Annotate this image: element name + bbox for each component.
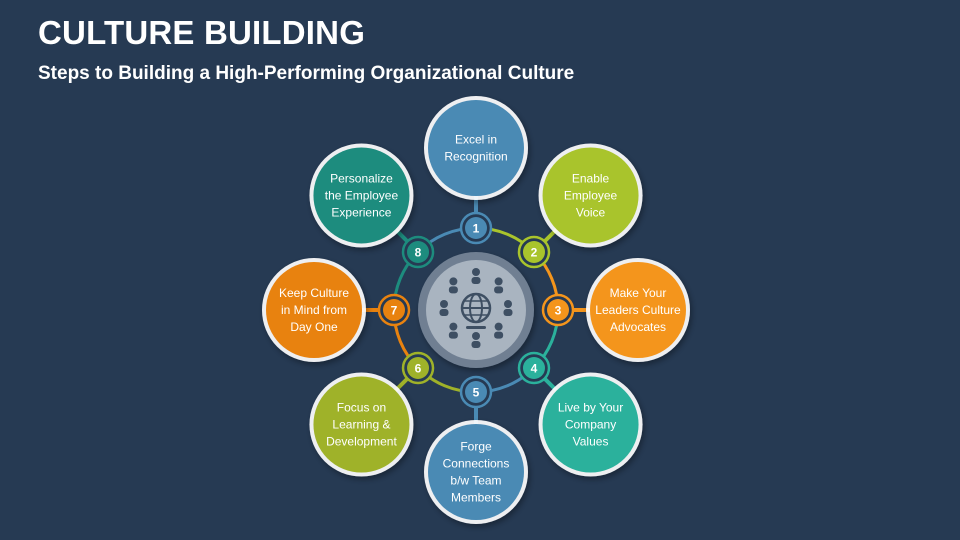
step-circle: [428, 100, 524, 196]
step-circle: [266, 262, 362, 358]
step-6: Focus on Learning & Development 6: [309, 351, 435, 477]
step-circle: [428, 424, 524, 520]
step-number: 2: [531, 246, 538, 260]
step-label-line: Values: [573, 435, 609, 449]
step-label-line: Make Your: [610, 286, 667, 300]
step-label-line: Focus on: [337, 401, 386, 415]
step-label-line: Live by Your: [558, 401, 623, 415]
step-label-line: Company: [565, 418, 616, 432]
step-label-line: Advocates: [610, 320, 666, 334]
step-label-line: in Mind from: [281, 303, 347, 317]
step-badge: [465, 381, 487, 403]
page-subtitle: Steps to Building a High-Performing Orga…: [38, 63, 575, 84]
step-label-line: Forge: [460, 440, 492, 454]
step-badge: [465, 217, 487, 239]
step-label-line: Day One: [290, 320, 338, 334]
step-label-line: Development: [326, 435, 397, 449]
step-label-line: Enable: [572, 171, 610, 185]
step-badge: [547, 299, 569, 321]
step-circle: [313, 376, 410, 473]
step-label-line: Voice: [576, 205, 606, 219]
step-badge: [383, 299, 405, 321]
step-circle: [590, 262, 686, 358]
step-number: 8: [415, 246, 422, 260]
page-title: CULTURE BUILDING: [38, 14, 366, 51]
step-label-line: b/w Team: [450, 474, 501, 488]
step-number: 7: [391, 304, 398, 318]
step-label: Excel in Recognition: [444, 133, 507, 164]
step-label-line: Experience: [331, 205, 391, 219]
step-circle: [542, 376, 639, 473]
step-label-line: Keep Culture: [279, 286, 349, 300]
step-label-line: Learning &: [332, 418, 390, 432]
step-label-line: Leaders Culture: [595, 303, 681, 317]
center-hub: [418, 252, 534, 368]
step-number: 4: [531, 361, 538, 375]
step-label-line: Excel in: [455, 133, 497, 147]
step-number: 6: [415, 361, 422, 375]
step-badge: [522, 241, 545, 264]
step-badge: [407, 356, 430, 379]
step-label-line: Recognition: [444, 150, 507, 164]
step-circle: [313, 147, 410, 244]
step-number: 5: [473, 386, 480, 400]
people-around-globe-icon: [439, 268, 513, 348]
step-label: Focus on Learning & Development: [326, 401, 397, 449]
step-label-line: the Employee: [325, 188, 399, 202]
step-label-line: Personalize: [330, 171, 393, 185]
step-label-line: Connections: [443, 457, 510, 471]
step-label-line: Members: [451, 491, 501, 505]
step-badge: [522, 356, 545, 379]
step-badge: [407, 241, 430, 264]
step-circle: [542, 147, 639, 244]
step-1: Excel in Recognition 1: [424, 96, 528, 245]
step-label-line: Employee: [564, 188, 618, 202]
step-number: 1: [473, 222, 480, 236]
step-number: 3: [555, 304, 562, 318]
